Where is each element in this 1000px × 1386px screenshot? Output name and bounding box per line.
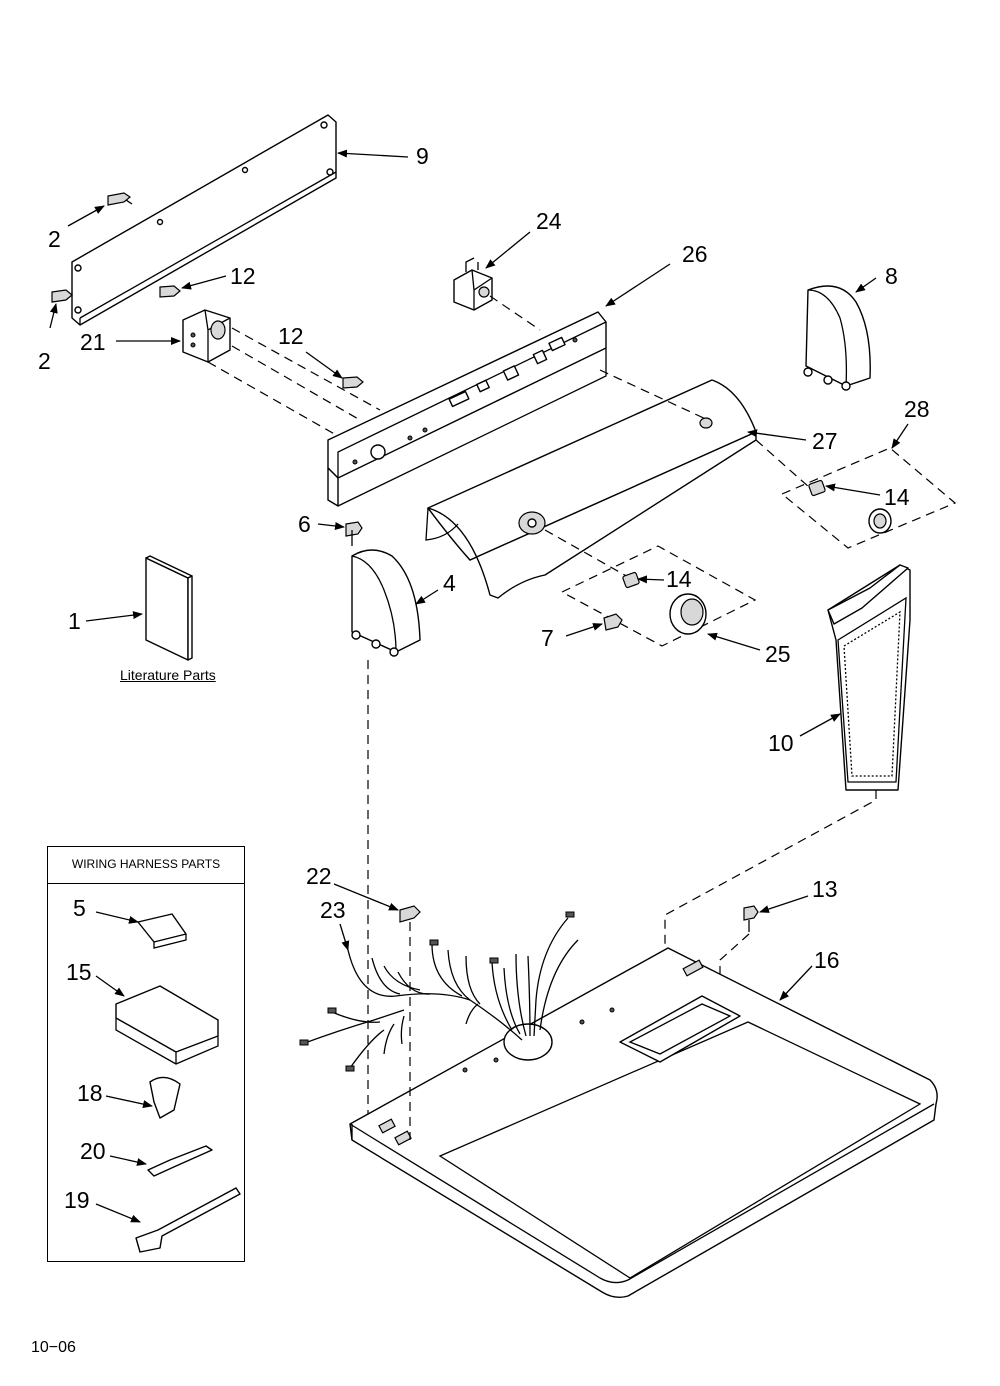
callout-13: 13 [812, 876, 838, 902]
part-2-screws [51, 192, 133, 303]
part-23-wire-harness [299, 911, 579, 1072]
callout-28: 28 [904, 396, 930, 422]
part-4-end-cap [351, 549, 421, 657]
part-16-top [349, 947, 938, 1299]
callout-4: 4 [443, 570, 456, 596]
part-20-terminal [147, 1145, 213, 1177]
part-12-screws [159, 285, 364, 389]
callout-6: 6 [298, 511, 311, 537]
callout-26: 26 [682, 241, 708, 267]
part-7-screw [603, 613, 623, 631]
callout-12-top: 12 [230, 263, 256, 289]
callout-7: 7 [541, 625, 554, 651]
part-6-screw [345, 521, 363, 546]
callout-14-right: 14 [884, 484, 910, 510]
callout-2-top: 2 [48, 226, 61, 252]
callout-8: 8 [885, 263, 898, 289]
wiring-harness-title: WIRING HARNESS PARTS [48, 847, 244, 884]
callout-14-center: 14 [666, 566, 692, 592]
revision-code: 10−06 [31, 1339, 76, 1356]
callout-12-bottom: 12 [278, 323, 304, 349]
callout-5: 5 [73, 895, 86, 921]
part-10-lint-screen [827, 564, 911, 791]
part-13-screw [743, 905, 759, 932]
callout-18: 18 [77, 1080, 103, 1106]
callout-24: 24 [536, 208, 562, 234]
callout-10: 10 [768, 730, 794, 756]
part-24-switch [453, 257, 493, 311]
part-22-clip [399, 905, 421, 923]
callout-23: 23 [320, 897, 346, 923]
callout-16: 16 [814, 947, 840, 973]
part-15-terminal-block [115, 985, 219, 1065]
wiring-harness-parts-box: WIRING HARNESS PARTS [47, 846, 245, 1262]
callout-2-bottom: 2 [38, 348, 51, 374]
part-9-rear-panel [71, 114, 337, 326]
part-5-connector [137, 913, 187, 949]
callout-21: 21 [80, 329, 106, 355]
literature-parts-label: Literature Parts [120, 667, 216, 683]
part-27-console [425, 379, 757, 599]
part-18-clip [149, 1076, 181, 1119]
part-26-console-bracket [327, 311, 607, 507]
part-19-cable-tie [135, 1187, 241, 1253]
callout-1: 1 [68, 608, 81, 634]
callout-19: 19 [64, 1187, 90, 1213]
callout-20: 20 [80, 1138, 106, 1164]
part-21-timer [182, 309, 231, 363]
part-25-group [560, 545, 757, 647]
part-8-end-cap [803, 285, 871, 391]
part-28-group [780, 447, 957, 549]
callout-leaders [49, 149, 909, 1223]
callout-22: 22 [306, 863, 332, 889]
callout-27: 27 [812, 428, 838, 454]
callout-15: 15 [66, 959, 92, 985]
part-1-literature [145, 555, 193, 661]
callout-9: 9 [416, 143, 429, 169]
callout-25: 25 [765, 641, 791, 667]
